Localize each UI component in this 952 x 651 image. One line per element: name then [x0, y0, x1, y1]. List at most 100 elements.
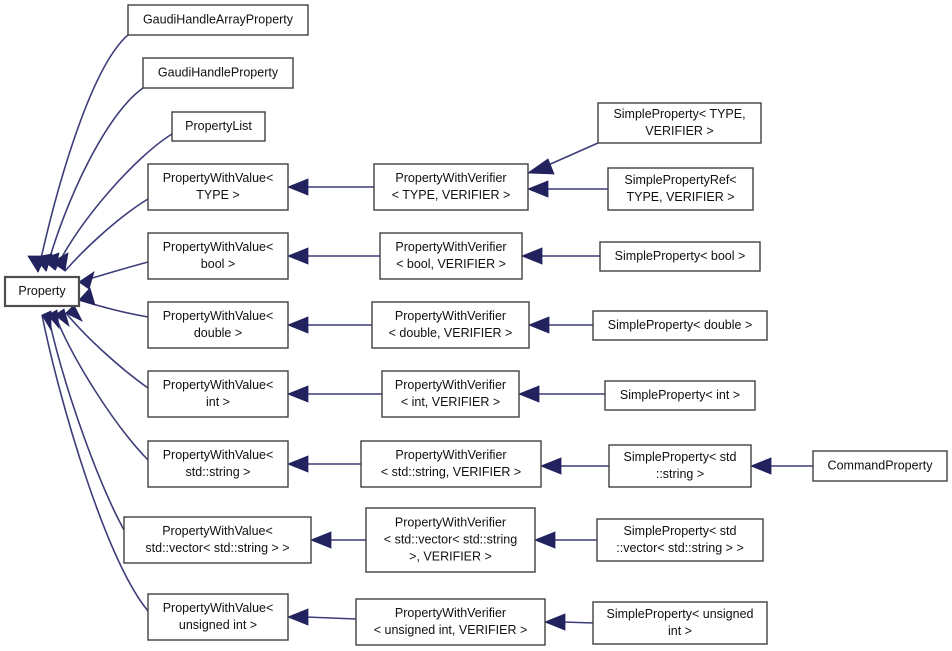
- node-simple-property-unsigned-int-label-line-0: SimpleProperty< unsigned: [607, 607, 754, 621]
- node-property-with-value-type[interactable]: PropertyWithValue<TYPE >: [147, 163, 289, 211]
- edge-pwver-bool-to-pwv-bool: [286, 247, 380, 265]
- inheritance-arrowhead-icon: [533, 531, 556, 549]
- node-property-with-value-int-label-line-1: int >: [206, 395, 230, 409]
- edge-command-property-to-sp-string: [749, 457, 813, 475]
- edge-pwv-unsigned-int-to-property-line: [41, 314, 149, 612]
- node-property-with-verifier-vector-string-label-line-0: PropertyWithVerifier: [395, 515, 506, 529]
- node-property-with-value-type-box[interactable]: [147, 163, 289, 211]
- node-simple-property-type-verifier[interactable]: SimpleProperty< TYPE,VERIFIER >: [597, 102, 762, 144]
- inheritance-arrowhead-icon: [286, 247, 309, 265]
- node-simple-property-ref-type-verifier-label-line-1: TYPE, VERIFIER >: [626, 190, 734, 204]
- node-property-with-value-bool-label-line-0: PropertyWithValue<: [163, 240, 274, 254]
- edge-gaudi-handle-property-to-property-line: [45, 87, 144, 272]
- node-simple-property-double[interactable]: SimpleProperty< double >: [592, 310, 768, 341]
- inheritance-arrowhead-icon: [65, 304, 83, 322]
- node-property-with-verifier-bool-box[interactable]: [379, 232, 523, 280]
- node-simple-property-string[interactable]: SimpleProperty< std::string >: [608, 444, 752, 488]
- node-simple-property-unsigned-int-label-line-1: int >: [668, 624, 692, 638]
- node-property-with-value-unsigned-int-box[interactable]: [147, 593, 289, 641]
- edge-pwv-type-to-property-line: [64, 198, 149, 272]
- inheritance-arrowhead-icon: [54, 308, 70, 328]
- node-property-with-verifier-type-box[interactable]: [373, 163, 529, 211]
- node-simple-property-bool[interactable]: SimpleProperty< bool >: [599, 241, 761, 272]
- node-property-with-value-vector-string[interactable]: PropertyWithValue<std::vector< std::stri…: [123, 516, 312, 564]
- inheritance-arrowhead-icon: [41, 310, 52, 332]
- node-property-with-value-string-box[interactable]: [147, 440, 289, 488]
- inheritance-arrowhead-icon: [520, 247, 543, 265]
- node-property-with-verifier-vector-string-label-line-2: >, VERIFIER >: [409, 549, 492, 563]
- edge-pwv-bool-to-property: [78, 261, 149, 290]
- node-property-with-verifier-int-box[interactable]: [381, 370, 520, 418]
- node-gaudi-handle-array-property-box[interactable]: [127, 4, 309, 36]
- node-simple-property-string-box[interactable]: [608, 444, 752, 488]
- node-property-with-verifier-vector-string-box[interactable]: [365, 507, 536, 573]
- node-property-with-verifier-int[interactable]: PropertyWithVerifier< int, VERIFIER >: [381, 370, 520, 418]
- edge-property-list-to-property-line: [54, 133, 173, 271]
- edge-sp-type-verifier-to-pwver-type: [526, 142, 599, 175]
- node-property-with-value-int-box[interactable]: [147, 370, 289, 418]
- node-property-box[interactable]: [3, 275, 81, 308]
- node-property-with-value-type-label-line-0: PropertyWithValue<: [163, 171, 274, 185]
- node-property-with-verifier-unsigned-int-label-line-0: PropertyWithVerifier: [395, 606, 506, 620]
- edge-pwv-vector-string-to-property: [47, 309, 125, 531]
- inheritance-arrowhead-icon: [286, 385, 309, 403]
- node-property-with-verifier-double[interactable]: PropertyWithVerifier< double, VERIFIER >: [371, 301, 530, 349]
- node-property-with-value-bool[interactable]: PropertyWithValue<bool >: [147, 232, 289, 280]
- node-property-with-verifier-type[interactable]: PropertyWithVerifier < TYPE, VERIFIER >: [373, 163, 529, 211]
- node-simple-property-int-box[interactable]: [604, 380, 756, 411]
- edge-gaudi-handle-property-to-property: [34, 87, 144, 272]
- node-property-with-verifier-int-label-line-0: PropertyWithVerifier: [395, 378, 506, 392]
- node-property-with-verifier-unsigned-int-box[interactable]: [355, 598, 546, 646]
- node-property-list-box[interactable]: [171, 111, 266, 142]
- node-simple-property-vector-string-box[interactable]: [596, 518, 764, 562]
- node-property-with-value-double[interactable]: PropertyWithValue<double >: [147, 301, 289, 349]
- inheritance-arrowhead-icon: [527, 316, 550, 334]
- inheritance-arrowhead-icon: [539, 457, 562, 475]
- node-simple-property-ref-type-verifier[interactable]: SimplePropertyRef<TYPE, VERIFIER >: [607, 167, 754, 211]
- node-property-with-value-unsigned-int[interactable]: PropertyWithValue<unsigned int >: [147, 593, 289, 641]
- inheritance-arrowhead-icon: [286, 608, 309, 626]
- node-property-with-value-double-box[interactable]: [147, 301, 289, 349]
- node-simple-property-bool-label-line-0: SimpleProperty< bool >: [615, 249, 746, 263]
- inheritance-arrowhead-icon: [543, 613, 566, 631]
- node-property-with-verifier-unsigned-int-label-line-1: < unsigned int, VERIFIER >: [374, 623, 528, 637]
- node-simple-property-unsigned-int-box[interactable]: [592, 601, 768, 645]
- node-property-with-verifier-double-box[interactable]: [371, 301, 530, 349]
- node-property-with-verifier-string-box[interactable]: [360, 440, 542, 488]
- node-property[interactable]: Property: [3, 275, 81, 308]
- nodes-layer: Property GaudiHandleArrayPropertyGaudiHan…: [3, 4, 948, 646]
- node-property-with-value-string[interactable]: PropertyWithValue<std::string >: [147, 440, 289, 488]
- node-simple-property-ref-type-verifier-box[interactable]: [607, 167, 754, 211]
- node-property-with-verifier-double-label-line-1: < double, VERIFIER >: [389, 326, 513, 340]
- node-property-with-value-bool-box[interactable]: [147, 232, 289, 280]
- edge-pwv-type-to-property: [51, 198, 149, 272]
- node-property-with-verifier-string[interactable]: PropertyWithVerifier< std::string, VERIF…: [360, 440, 542, 488]
- inheritance-arrowhead-icon: [286, 316, 309, 334]
- edge-pwv-string-to-property-line: [54, 314, 149, 461]
- node-gaudi-handle-property[interactable]: GaudiHandleProperty: [142, 57, 294, 89]
- node-property-with-verifier-vector-string[interactable]: PropertyWithVerifier< std::vector< std::…: [365, 507, 536, 573]
- node-simple-property-type-verifier-box[interactable]: [597, 102, 762, 144]
- node-property-with-verifier-bool[interactable]: PropertyWithVerifier< bool, VERIFIER >: [379, 232, 523, 280]
- node-simple-property-vector-string[interactable]: SimpleProperty< std::vector< std::string…: [596, 518, 764, 562]
- node-gaudi-handle-array-property[interactable]: GaudiHandleArrayProperty: [127, 4, 309, 36]
- edge-spr-type-verifier-to-pwver-type: [526, 180, 608, 198]
- node-simple-property-bool-box[interactable]: [599, 241, 761, 272]
- edge-pwv-int-to-property-line: [65, 312, 149, 389]
- node-property-with-verifier-type-label-line-0: PropertyWithVerifier: [395, 171, 506, 185]
- node-simple-property-double-box[interactable]: [592, 310, 768, 341]
- node-property-list[interactable]: PropertyList: [171, 111, 266, 142]
- node-property-with-verifier-type-label-line-1: < TYPE, VERIFIER >: [392, 188, 511, 202]
- node-property-with-value-vector-string-box[interactable]: [123, 516, 312, 564]
- node-property-with-value-int[interactable]: PropertyWithValue<int >: [147, 370, 289, 418]
- node-simple-property-unsigned-int[interactable]: SimpleProperty< unsigned int >: [592, 601, 768, 645]
- node-property-with-verifier-unsigned-int[interactable]: PropertyWithVerifier < unsigned int, VERI…: [355, 598, 546, 646]
- edge-sp-int-to-pwver-int: [517, 385, 605, 403]
- node-simple-property-int[interactable]: SimpleProperty< int >: [604, 380, 756, 411]
- node-property-with-value-vector-string-label-line-1: std::vector< std::string > >: [145, 541, 289, 555]
- node-gaudi-handle-property-box[interactable]: [142, 57, 294, 89]
- node-command-property[interactable]: CommandProperty: [812, 450, 948, 482]
- node-command-property-box[interactable]: [812, 450, 948, 482]
- node-simple-property-string-label-line-1: ::string >: [656, 467, 704, 481]
